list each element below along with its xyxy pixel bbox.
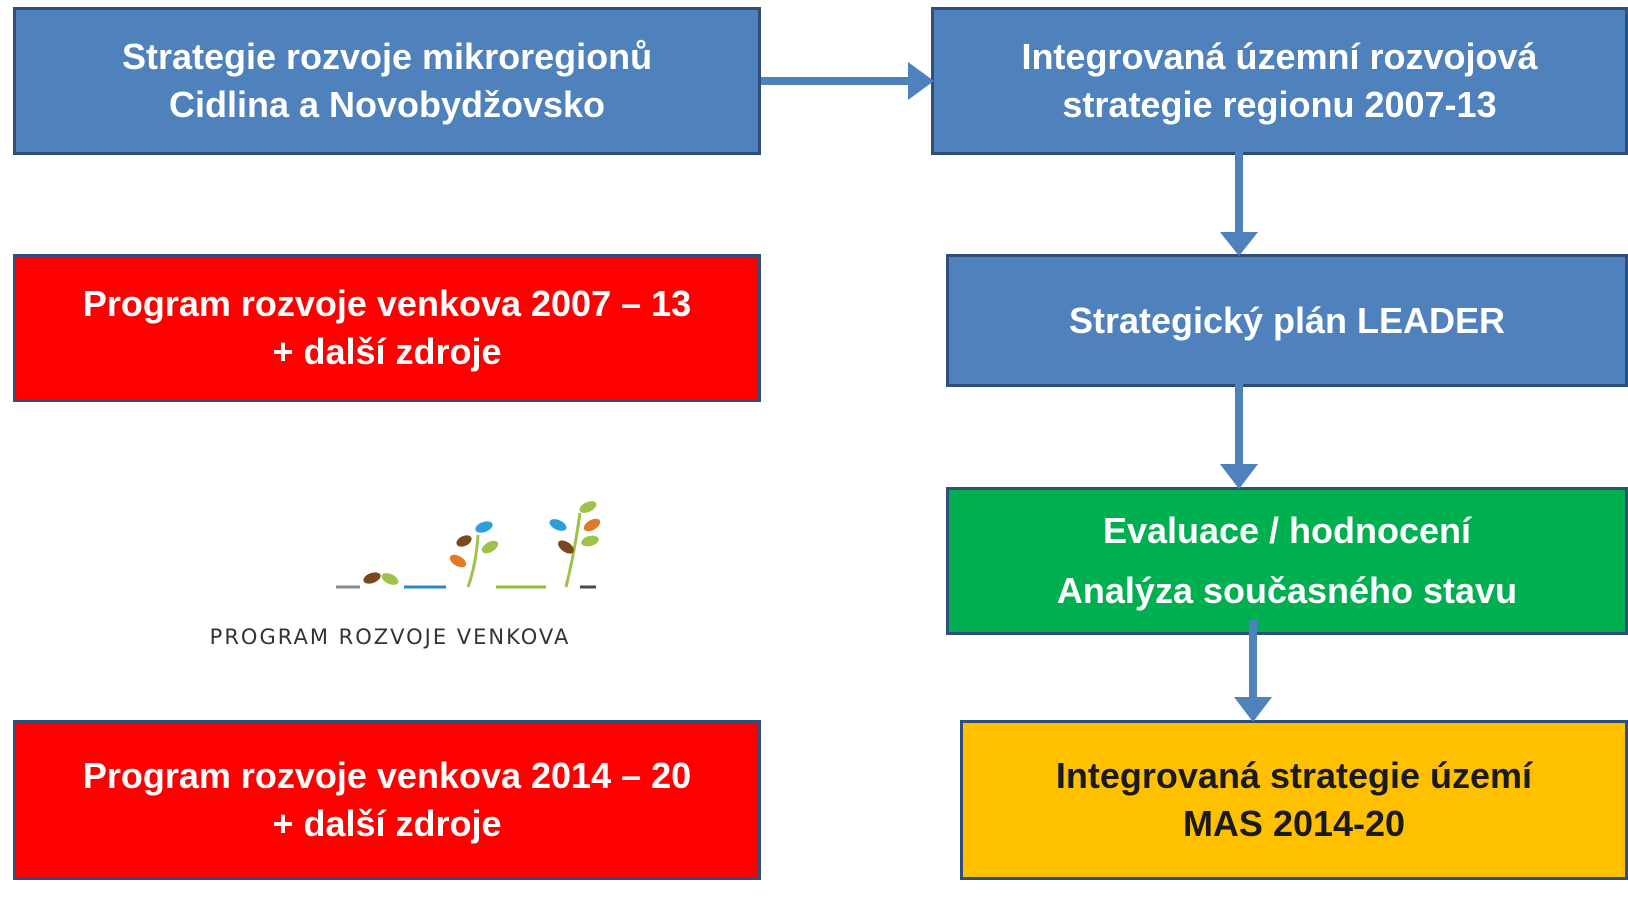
box-program-2014-20: Program rozvoje venkova 2014 – 20 + dalš… [13,720,761,880]
logo-leaves [363,501,601,585]
box-label-line1: Evaluace / hodnocení [1102,510,1472,551]
box-label-line1: Program rozvoje venkova 2014 – 20 [82,755,692,796]
box-strategie-mikroregionu: Strategie rozvoje mikroregionů Cidlina a… [13,7,761,155]
box-label-line2: + další zdroje [272,803,502,844]
box-label-line1: Program rozvoje venkova 2007 – 13 [82,283,692,324]
logo-wordmark: PROGRAM ROZVOJE VENKOVA [209,625,571,649]
arrow-shaft-1 [1235,150,1243,235]
box-label-line1: Strategie rozvoje mikroregionů [121,36,653,77]
arrow-head-3 [1234,697,1272,722]
box-label-line2: + další zdroje [272,331,502,372]
box-integrovana-strategie-mas: Integrovaná strategie území MAS 2014-20 [960,720,1628,880]
box-program-2007-13: Program rozvoje venkova 2007 – 13 + dalš… [13,254,761,402]
arrow-shaft-3 [1249,620,1257,700]
arrow-shaft-horizontal [761,77,911,85]
arrow-head-horizontal [908,62,934,100]
arrow-head-1 [1220,232,1258,256]
box-strategicky-plan-leader: Strategický plán LEADER [946,254,1628,387]
box-label-line2: strategie regionu 2007-13 [1062,84,1497,125]
box-label-line2: Cidlina a Novobydžovsko [168,84,606,125]
box-integrovana-strategie-regionu: Integrovaná územní rozvojová strategie r… [931,7,1628,155]
box-label-line2: MAS 2014-20 [1182,803,1406,844]
box-label-line1: Strategický plán LEADER [1068,299,1506,341]
arrow-head-2 [1220,464,1258,489]
arrow-shaft-2 [1235,362,1243,467]
box-label-line1: Integrovaná strategie území [1055,755,1533,796]
box-label-line1: Integrovaná územní rozvojová [1021,36,1538,77]
logo-stems [466,512,582,588]
program-rozvoje-venkova-logo [336,501,601,589]
box-evaluace: Evaluace / hodnocení Analýza současného … [946,487,1628,635]
box-label-line2: Analýza současného stavu [1056,570,1518,611]
